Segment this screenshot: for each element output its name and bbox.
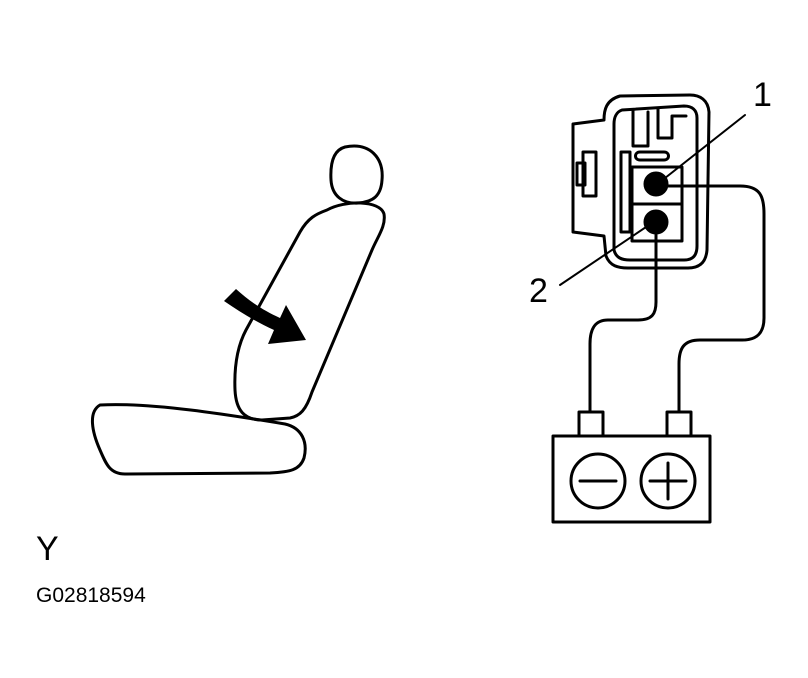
plus-symbol	[639, 452, 697, 510]
view-letter: Y	[36, 530, 59, 568]
connector-slot	[634, 150, 670, 162]
pin-label-2: 2	[529, 272, 548, 310]
wire-negative	[588, 222, 658, 414]
battery-body	[551, 434, 712, 524]
battery-post-positive	[665, 410, 693, 438]
battery-post-negative	[577, 410, 605, 438]
seat-backrest	[233, 201, 386, 422]
connector-key	[631, 106, 688, 148]
seat-headrest	[329, 144, 384, 205]
electrical-connector-icon	[571, 93, 711, 270]
terminal-1	[643, 171, 669, 197]
connector-inner	[612, 104, 699, 262]
pin-label-1: 1	[753, 76, 772, 114]
connector-latch	[575, 150, 598, 198]
leader-line-2	[559, 222, 653, 286]
connector-housing	[571, 93, 711, 270]
seat-cushion	[91, 403, 307, 476]
wire-positive	[658, 184, 766, 414]
leader-line-1	[659, 114, 746, 183]
curved-arrow-icon	[224, 289, 306, 344]
connector-lock-tab	[619, 150, 632, 234]
figure-code: G02818594	[36, 584, 146, 607]
minus-symbol	[569, 452, 627, 510]
battery-icon	[551, 410, 712, 524]
car-seat-icon	[91, 144, 386, 476]
